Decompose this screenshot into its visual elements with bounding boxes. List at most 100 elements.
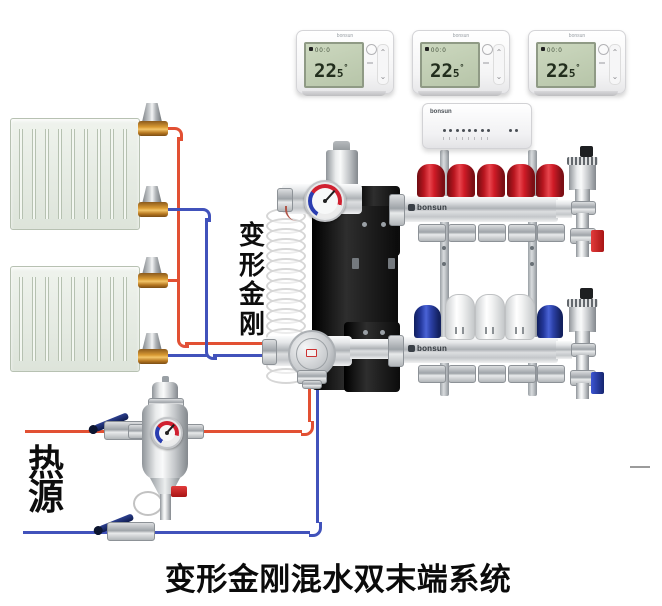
pipe-source-cold-vertical	[316, 382, 319, 523]
pipe-to-return-manifold	[350, 339, 392, 359]
wiring-center-brand: bonsun	[430, 109, 452, 115]
screw-icon	[363, 330, 368, 335]
button-label	[483, 62, 489, 64]
temp-display: 225°	[546, 60, 581, 82]
manifold-port	[448, 365, 476, 383]
temp-display: 225°	[430, 60, 465, 82]
pipe-cold-stub-rad1	[164, 208, 201, 211]
rocker-button: ⌃ ⌄	[493, 44, 505, 85]
air-vent-body	[569, 165, 596, 190]
manifold-brand: bonsun	[408, 344, 447, 353]
rocker-button: ⌃ ⌄	[377, 44, 389, 85]
rocker-button: ⌃ ⌄	[609, 44, 621, 85]
led-indicator	[461, 129, 465, 132]
tick-row	[443, 127, 493, 145]
mixing-valve-bottom-nut2	[302, 380, 322, 389]
ball-valve-return	[107, 522, 155, 541]
pipe-cold-corner-top	[200, 208, 211, 222]
label-mixer: 变形金刚	[238, 220, 265, 339]
pipe-source-hot-vertical	[308, 382, 311, 422]
wiring-center: bonsun	[422, 103, 532, 149]
manifold-valve-cap-blue	[537, 305, 563, 338]
drain-valve-blue-icon	[591, 372, 604, 394]
pipe-hot-to-mixer	[185, 342, 286, 345]
power-button-icon	[482, 44, 493, 55]
led-indicator	[443, 129, 446, 132]
capillary-coil	[266, 208, 306, 384]
thermostat-lcd: 00:0 225°	[536, 42, 596, 88]
air-vent-knurl	[567, 157, 598, 165]
led-indicator	[509, 129, 512, 132]
manifold-valve-cap-red	[507, 164, 535, 197]
actuator	[475, 294, 505, 340]
pipe-cold-to-mixer	[213, 354, 288, 357]
air-vent-neck	[575, 189, 590, 202]
lcd-time: 00:0	[547, 48, 563, 54]
mode-dot-icon	[541, 47, 545, 51]
radiator-valve-cap	[142, 103, 162, 122]
mixing-valve-label-dot	[306, 349, 317, 357]
air-vent-neck	[575, 331, 590, 344]
air-vent-pipe	[576, 355, 589, 372]
drain-valve-red-icon	[591, 230, 604, 252]
diagram-title: 变形金刚混水双末端系统	[164, 562, 512, 597]
manifold-valve-cap-red	[536, 164, 564, 197]
thermostat-2: bonsun 00:0 225° ⌃ ⌄	[412, 30, 510, 94]
pipe-source-hot-corner	[301, 421, 314, 436]
screw-icon	[380, 330, 385, 335]
mounting-strap-left	[440, 150, 449, 396]
mode-dot-icon	[425, 47, 429, 51]
strap-hole	[530, 262, 534, 266]
return-manifold-bar	[398, 337, 558, 363]
led-indicator	[455, 129, 459, 132]
bracket-slot	[388, 258, 395, 269]
air-vent-pipe	[576, 213, 589, 230]
up-button-icon: ⌃	[379, 48, 387, 57]
supply-manifold-left-nut	[389, 194, 405, 226]
strap-hole	[442, 246, 446, 250]
strap-hole	[530, 246, 534, 250]
lcd-time: 00:0	[431, 48, 447, 54]
power-button-icon	[598, 44, 609, 55]
button-label	[367, 62, 373, 64]
mode-dot-icon	[309, 47, 313, 51]
screw-icon	[362, 222, 367, 227]
temperature-gauge	[304, 180, 346, 222]
manifold-port	[508, 365, 536, 383]
vent-stub	[556, 341, 572, 359]
thermostat-base	[534, 91, 618, 96]
capillary-lead	[285, 206, 302, 221]
thermostat-brand: bonsun	[336, 33, 354, 39]
thermostat-base	[418, 91, 502, 96]
pipe-hot-stub-rad2	[164, 279, 178, 282]
thermostat-brand: bonsun	[568, 33, 586, 39]
stray-dash	[630, 466, 650, 468]
radiator-valve-1-top	[138, 121, 168, 136]
led-row-aux	[509, 119, 522, 137]
thermostat-base	[302, 91, 386, 96]
manifold-valve-cap-red	[477, 164, 505, 197]
led-indicator	[487, 129, 491, 132]
mounting-strap-right	[528, 150, 537, 396]
air-vent-cap	[580, 288, 593, 299]
supply-manifold-bar	[398, 196, 558, 222]
power-button-icon	[366, 44, 377, 55]
led-indicator	[468, 129, 472, 132]
thermostat-lcd: 00:0 225°	[304, 42, 364, 88]
manifold-port	[537, 224, 565, 242]
manifold-port	[478, 224, 506, 242]
thermostat-1: bonsun 00:0 225° ⌃ ⌄	[296, 30, 394, 94]
pipe-source-cold-corner	[309, 522, 322, 537]
radiator-valve-cap	[142, 333, 162, 351]
pipe-hot-stub-rad1	[164, 127, 173, 130]
thermostat-lcd: 00:0 225°	[420, 42, 480, 88]
up-button-icon: ⌃	[611, 48, 619, 57]
radiator-2	[10, 266, 140, 372]
button-label	[599, 62, 605, 64]
brand-logo-icon	[408, 204, 415, 211]
led-indicator	[480, 129, 484, 132]
pipe-cold-stub-rad2	[164, 354, 208, 357]
screw-icon	[381, 222, 386, 227]
radiator-fins	[19, 277, 131, 361]
